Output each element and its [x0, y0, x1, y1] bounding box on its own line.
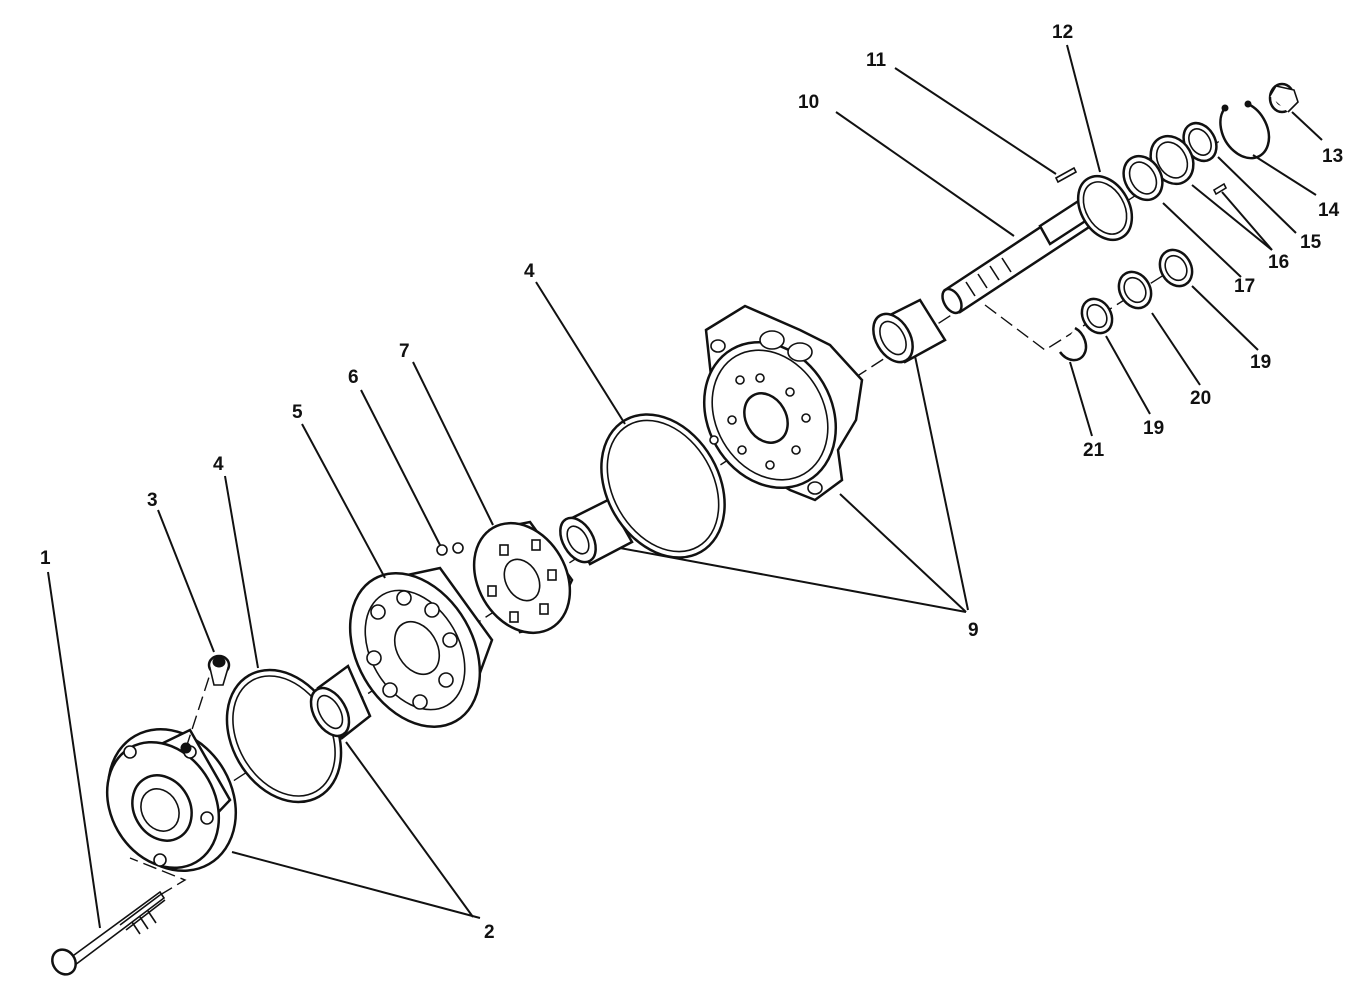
callout-labels: 1 2 3 4 5 6 7 4 9 10 11 12 13 14 15 16 1… [40, 22, 1343, 943]
callout-21: 21 [1083, 440, 1105, 461]
callout-3: 3 [147, 490, 158, 511]
part-thrust-washer-front [1080, 297, 1114, 335]
callout-19-rear: 19 [1250, 352, 1271, 373]
part-retaining-ring-small [1058, 326, 1088, 362]
callout-4-front: 4 [213, 454, 224, 475]
callout-10: 10 [798, 92, 819, 113]
callout-13: 13 [1322, 146, 1343, 167]
part-needle-bearing-front [309, 664, 372, 740]
part-key [1054, 166, 1078, 184]
part-valve-plate [472, 520, 574, 635]
part-snap-ring [1219, 100, 1271, 160]
part-sleeve [559, 498, 634, 566]
part-needle-bearing-rear [872, 298, 947, 364]
part-thrust-bearing [1117, 270, 1153, 310]
part-retaining-ring-large [1076, 174, 1134, 242]
callout-15: 15 [1300, 232, 1322, 253]
leader-lines [47, 44, 1323, 929]
callout-7: 7 [399, 341, 410, 362]
part-thrust-washer-rear [1158, 248, 1194, 288]
callout-11: 11 [866, 50, 887, 71]
part-check-balls [436, 542, 464, 556]
part-end-cap [105, 667, 238, 873]
part-o-ring-rear [600, 413, 726, 559]
callout-6: 6 [348, 367, 359, 388]
part-bearing-race [1122, 134, 1195, 202]
callout-17: 17 [1234, 276, 1255, 297]
callout-5: 5 [292, 402, 303, 423]
bearing-centerline [984, 267, 1176, 351]
callout-1: 1 [40, 548, 51, 569]
part-pins [1212, 182, 1228, 196]
part-gerotor [348, 566, 494, 728]
callout-19-front: 19 [1143, 418, 1164, 439]
callout-9: 9 [968, 620, 979, 641]
part-o-ring-front [225, 668, 343, 804]
part-housing [702, 304, 864, 502]
callout-2: 2 [484, 922, 495, 943]
callout-12: 12 [1052, 22, 1073, 43]
callout-20: 20 [1190, 388, 1211, 409]
callout-4-rear: 4 [524, 261, 535, 282]
part-plug [207, 654, 231, 686]
part-bolt [51, 857, 187, 976]
callout-14: 14 [1318, 200, 1340, 221]
callout-16: 16 [1268, 252, 1289, 273]
part-nut [1268, 82, 1299, 114]
